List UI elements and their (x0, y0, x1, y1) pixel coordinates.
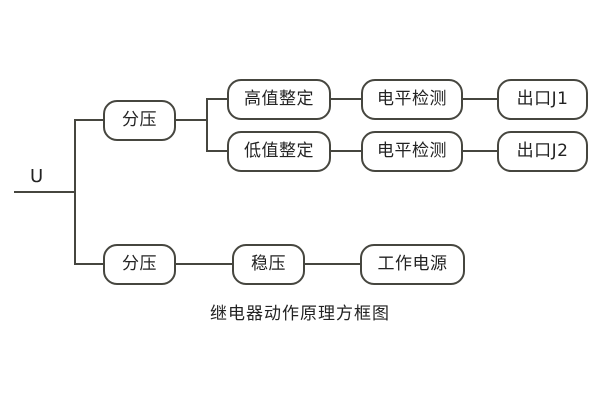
node-level-detect-1[interactable]: 电平检测 (361, 79, 463, 120)
node-power-supply[interactable]: 工作电源 (360, 244, 465, 285)
node-regulator[interactable]: 稳压 (232, 244, 305, 285)
figure-caption: 继电器动作原理方框图 (210, 304, 390, 324)
node-divider-bottom[interactable]: 分压 (103, 244, 176, 285)
node-output-j2[interactable]: 出口J2 (497, 131, 588, 172)
node-level-detect-2[interactable]: 电平检测 (361, 131, 463, 172)
input-voltage-label: U (30, 166, 44, 187)
node-low-set[interactable]: 低值整定 (227, 131, 331, 172)
node-divider-top[interactable]: 分压 (103, 100, 176, 141)
node-output-j1[interactable]: 出口J1 (497, 79, 588, 120)
node-high-set[interactable]: 高值整定 (227, 79, 331, 120)
